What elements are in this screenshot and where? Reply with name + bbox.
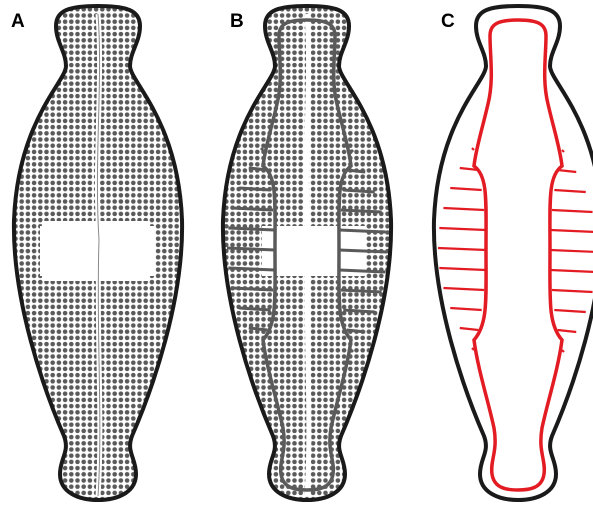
panel-b: B	[223, 6, 391, 500]
panel-label-c: C	[441, 11, 455, 32]
rib-line	[239, 188, 270, 190]
raphe-b	[306, 14, 308, 496]
rib-line	[261, 348, 263, 350]
rib-line	[562, 350, 564, 352]
panel-label-a: A	[11, 11, 25, 32]
rib-line	[239, 308, 270, 310]
rib-line	[339, 230, 385, 232]
rib-line	[351, 350, 353, 352]
rib-line	[261, 148, 263, 150]
rib-line	[228, 228, 274, 230]
rib-line	[232, 208, 273, 210]
rib-line	[228, 268, 274, 270]
rib-line	[339, 250, 387, 252]
rib-line	[227, 248, 275, 250]
rib-line	[339, 270, 385, 272]
rib-line	[341, 290, 382, 292]
valve-outline-c	[434, 6, 593, 500]
rib-line	[232, 288, 273, 290]
rib-line	[347, 330, 366, 332]
rib-line	[347, 170, 366, 172]
rib-line	[249, 328, 268, 330]
panel-c: C	[434, 6, 593, 500]
rib-line	[472, 148, 474, 150]
rib-line	[562, 150, 564, 152]
rib-line	[341, 210, 382, 212]
rib-line	[472, 348, 474, 350]
rib-line	[343, 190, 374, 192]
panel-a: A	[11, 6, 182, 500]
rib-line	[343, 310, 374, 312]
rib-line	[351, 150, 353, 152]
panel-label-b: B	[230, 11, 244, 32]
rib-line	[249, 168, 268, 170]
